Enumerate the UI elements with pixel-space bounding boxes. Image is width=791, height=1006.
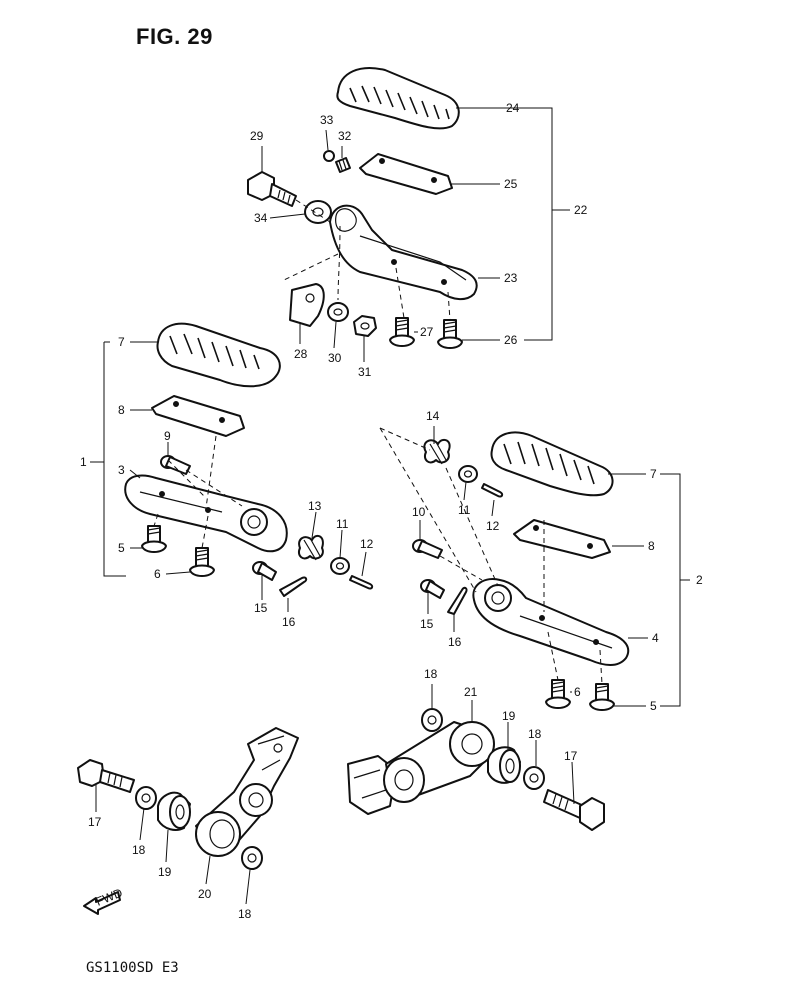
bolt-17-right: [543, 789, 605, 831]
pin-10-right: [412, 539, 443, 559]
callout-7-left: 7: [118, 335, 125, 349]
callout-20: 20: [198, 887, 212, 901]
callout-8-right: 8: [648, 539, 655, 553]
washer-30: [327, 302, 349, 322]
callout-6-right: 6: [574, 685, 581, 699]
cotter-pin-12-right: [481, 483, 504, 498]
callout-28: 28: [294, 347, 308, 361]
screw-26: [437, 319, 463, 349]
screw-6-left: [189, 547, 215, 577]
footrest-bracket-3-left: [124, 474, 288, 553]
callout-34: 34: [254, 211, 268, 225]
callout-18a: 18: [132, 843, 146, 857]
callout-8-left: 8: [118, 403, 125, 417]
model-code: GS1100SD E3: [86, 960, 179, 976]
callout-11-right: 11: [458, 503, 471, 517]
callout-18d: 18: [528, 727, 542, 741]
screw-5-right: [589, 683, 615, 711]
fwd-arrow-icon: FWD: [83, 885, 125, 915]
callout-24: 24: [506, 101, 520, 115]
callout-11-left: 11: [336, 517, 349, 531]
callout-32: 32: [338, 129, 352, 143]
callout-5-left: 5: [118, 541, 125, 555]
spring-13-left: [298, 534, 324, 561]
nut-31: [353, 315, 377, 337]
callout-16-left: 16: [282, 615, 296, 629]
ball-33: [323, 150, 335, 162]
callout-1-left: 1: [80, 455, 87, 469]
washer-34: [304, 200, 332, 224]
pin-15-right: [420, 579, 445, 599]
callout-17-left: 17: [88, 815, 102, 829]
callout-7-right: 7: [650, 467, 657, 481]
cotter-pin-16-right: [447, 586, 468, 615]
callout-23: 23: [504, 271, 518, 285]
callout-29: 29: [250, 129, 264, 143]
callout-33: 33: [320, 113, 334, 127]
bushing-19a: [157, 791, 191, 831]
callout-labels: 24 25 22 23 26 27 29 33 32 34 28 30 31 7…: [80, 101, 703, 921]
callout-21: 21: [464, 685, 478, 699]
footrest-rubber-7-left: [156, 322, 281, 388]
bushing-19b: [487, 746, 521, 784]
callout-15-right: 15: [420, 617, 434, 631]
callout-19b: 19: [502, 709, 516, 723]
callout-16-right: 16: [448, 635, 462, 649]
bolt-29: [247, 171, 297, 207]
callout-17-right: 17: [564, 749, 578, 763]
washer-11-right: [458, 465, 478, 483]
cotter-pin-12-left: [349, 575, 374, 590]
footrest-plate-8-left: [151, 395, 245, 437]
lever-arm-20: [195, 727, 299, 857]
callout-30: 30: [328, 351, 342, 365]
washer-11-left: [330, 557, 350, 575]
callout-2-right: 2: [696, 573, 703, 587]
spring-32: [335, 157, 351, 173]
washer-18b: [241, 846, 263, 870]
footrest-rubber-7-right: [490, 431, 614, 497]
callout-22: 22: [574, 203, 588, 217]
pin-9-left: [160, 455, 191, 475]
spring-14-right: [423, 438, 451, 465]
figure-title: FIG. 29: [136, 24, 213, 49]
callout-18b: 18: [238, 907, 252, 921]
callout-18c: 18: [424, 667, 438, 681]
callout-4-right: 4: [652, 631, 659, 645]
callout-15-left: 15: [254, 601, 268, 615]
callout-6-left: 6: [154, 567, 161, 581]
callout-12-left: 12: [360, 537, 374, 551]
washer-18a: [135, 786, 157, 810]
footrest-rubber-24: [336, 67, 460, 130]
callout-10-right: 10: [412, 505, 426, 519]
callout-3-left: 3: [118, 463, 125, 477]
linkage-21: [347, 721, 495, 815]
bolt-17-left: [77, 759, 135, 793]
screw-5-left: [141, 525, 167, 553]
callout-12-right: 12: [486, 519, 500, 533]
callout-5-right: 5: [650, 699, 657, 713]
screw-6-right: [545, 679, 571, 709]
footrest-plate-25: [359, 153, 453, 195]
callout-9-left: 9: [164, 429, 171, 443]
cotter-pin-16-left: [279, 576, 308, 597]
footrest-bracket-23: [329, 204, 478, 300]
callout-19a: 19: [158, 865, 172, 879]
callout-31: 31: [358, 365, 372, 379]
footrest-bracket-4-right: [472, 578, 630, 666]
washer-18d: [523, 766, 545, 790]
callout-27: 27: [420, 325, 434, 339]
screw-27: [389, 317, 415, 347]
washer-18c: [421, 708, 443, 732]
callout-26: 26: [504, 333, 518, 347]
footrest-plate-8-right: [513, 519, 611, 559]
callout-13-left: 13: [308, 499, 322, 513]
bracket-28: [289, 283, 325, 327]
callout-25: 25: [504, 177, 518, 191]
pin-15-left: [252, 561, 277, 581]
callout-14-right: 14: [426, 409, 440, 423]
